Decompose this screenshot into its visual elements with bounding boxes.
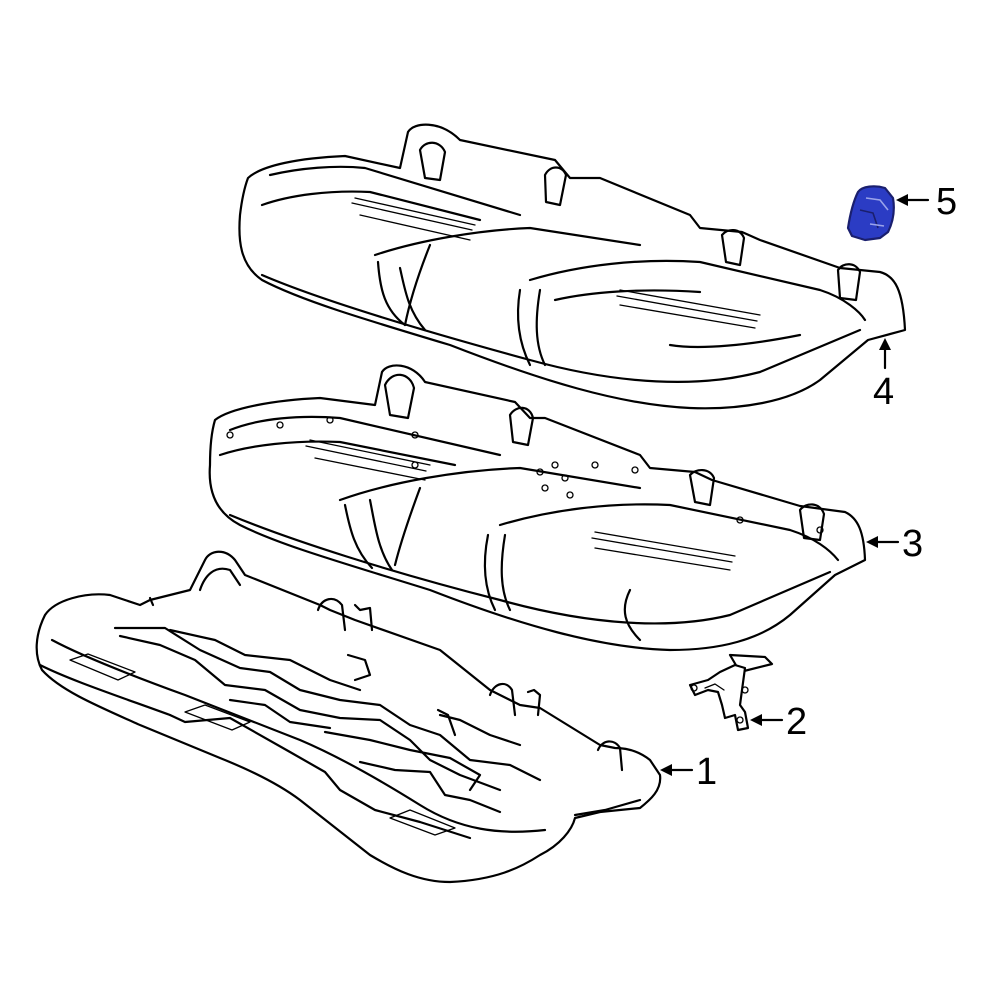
- callout-label-1: 1: [696, 751, 717, 793]
- callout-3: 3: [866, 523, 923, 565]
- callout-5: 5: [896, 181, 957, 223]
- bracket-part-2[interactable]: [688, 653, 774, 732]
- seat-pad-part-3[interactable]: [208, 364, 867, 652]
- callout-label-5: 5: [936, 181, 957, 223]
- callout-1: 1: [660, 751, 717, 793]
- callout-4: 4: [873, 338, 894, 413]
- callout-label-2: 2: [786, 701, 807, 743]
- callout-2: 2: [750, 701, 807, 743]
- seat-cover-part-4[interactable]: [238, 123, 907, 410]
- callout-label-4: 4: [873, 371, 894, 413]
- trim-cap-part-5[interactable]: [846, 185, 895, 242]
- callout-label-3: 3: [902, 523, 923, 565]
- seat-frame-part-1[interactable]: [35, 550, 662, 884]
